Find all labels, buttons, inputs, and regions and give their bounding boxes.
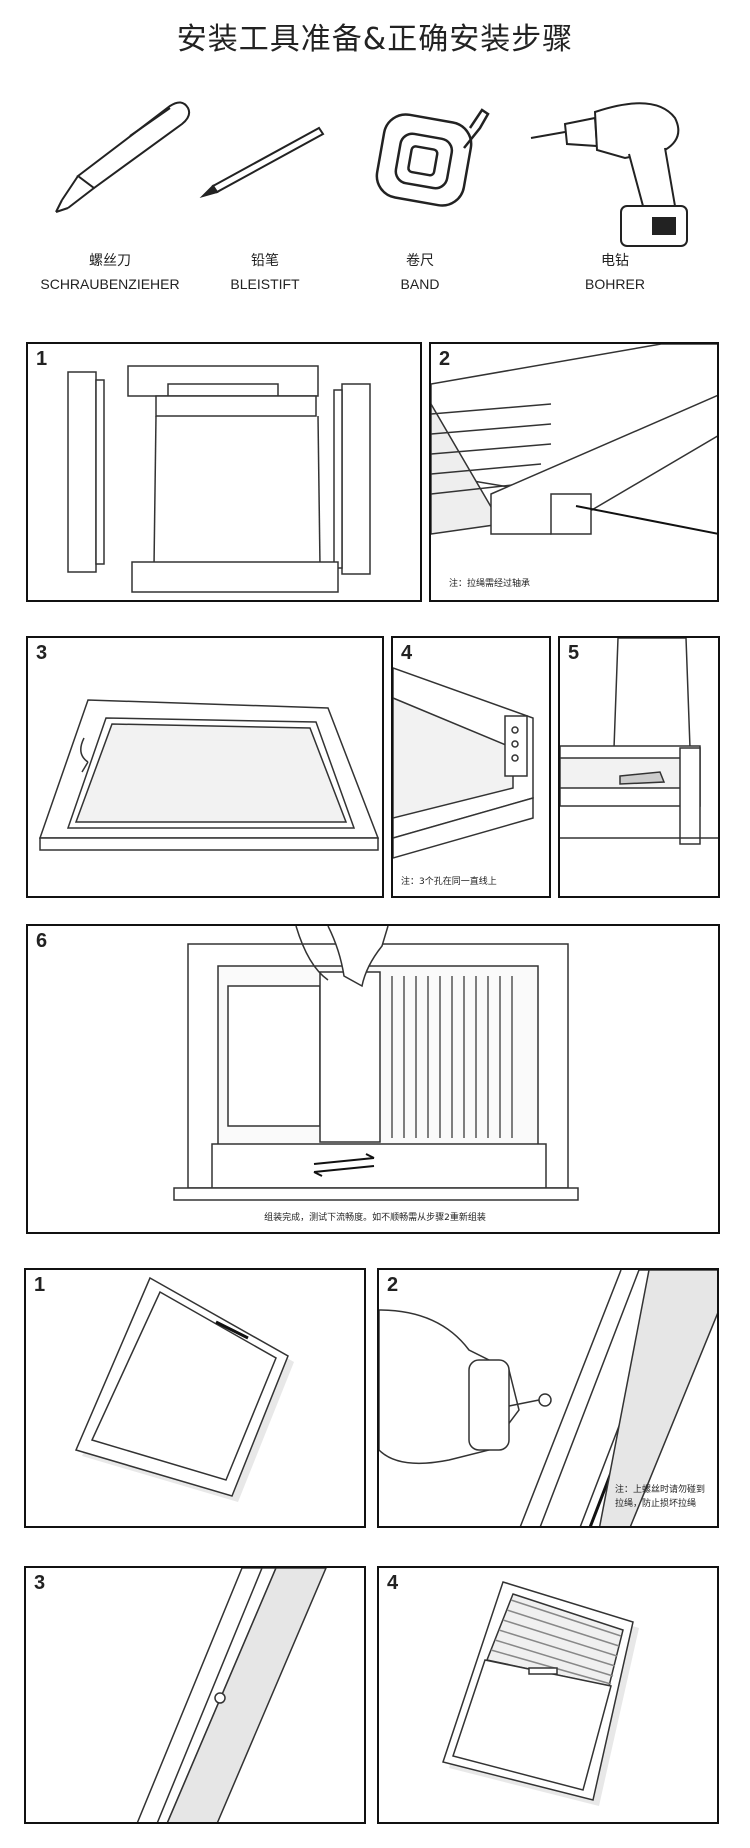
tool-label-zh: 螺丝刀: [89, 253, 131, 269]
step-note: 注：3个孔在同一直线上: [401, 877, 497, 887]
step-note: 注：拉绳需经过轴承: [449, 579, 531, 589]
step-number: 4: [401, 642, 413, 664]
assembly-step-4: 4 注：3个孔在同一直线上: [391, 636, 551, 898]
mounting-step-2: 2 注：上螺丝时请勿碰到 拉绳，防止损坏拉绳: [377, 1268, 719, 1528]
mounting-step-3: 3: [24, 1566, 366, 1824]
tool-label-de: BAND: [400, 276, 440, 292]
step-note-line1: 注：上螺丝时请勿碰到: [615, 1485, 706, 1495]
step-number: 1: [36, 348, 48, 370]
step-number: 6: [36, 930, 48, 952]
mounting-step-4: 4: [377, 1566, 719, 1824]
tool-label-zh: 铅笔: [251, 253, 279, 269]
step-number: 2: [439, 348, 451, 370]
tool-label-de: BLEISTIFT: [230, 276, 300, 292]
step-number: 3: [34, 1572, 46, 1594]
tape-measure-icon: [375, 108, 490, 207]
assembly-step-2: 2 注：拉绳需经过轴承: [429, 342, 719, 602]
tool-pencil: 铅笔 BLEISTIFT: [175, 88, 355, 318]
tool-label-zh: 卷尺: [406, 253, 434, 269]
step-note-line2: 拉绳，防止损坏拉绳: [615, 1499, 697, 1509]
step-number: 2: [387, 1274, 399, 1296]
step-number: 1: [34, 1274, 46, 1296]
step-note: 组装完成，测试下流畅度。如不顺畅需从步骤2重新组装: [264, 1213, 486, 1223]
assembly-step-6: 6 组装完成，测试下流畅度。如不顺畅需从步骤2重新组装: [26, 924, 720, 1234]
step-number: 5: [568, 642, 580, 664]
tool-tape-measure: 卷尺 BAND: [330, 88, 510, 318]
tool-label-zh: 电钻: [601, 253, 629, 269]
drill-icon: [530, 102, 688, 247]
assembly-step-5: 5: [558, 636, 720, 898]
pencil-icon: [199, 126, 325, 199]
tool-drill: 电钻 BOHRER: [525, 88, 705, 318]
step-number: 4: [387, 1572, 399, 1594]
tool-label-de: SCHRAUBENZIEHER: [40, 276, 180, 292]
assembly-step-1: 1: [26, 342, 422, 602]
mounting-step-1: 1: [24, 1268, 366, 1528]
assembly-step-3: 3: [26, 636, 384, 898]
step-number: 3: [36, 642, 48, 664]
screwdriver-icon: [55, 101, 191, 213]
tool-screwdriver: 螺丝刀 SCHRAUBENZIEHER: [20, 88, 200, 318]
page-title: 安装工具准备&正确安装步骤: [176, 22, 574, 57]
tool-label-de: BOHRER: [585, 276, 645, 292]
